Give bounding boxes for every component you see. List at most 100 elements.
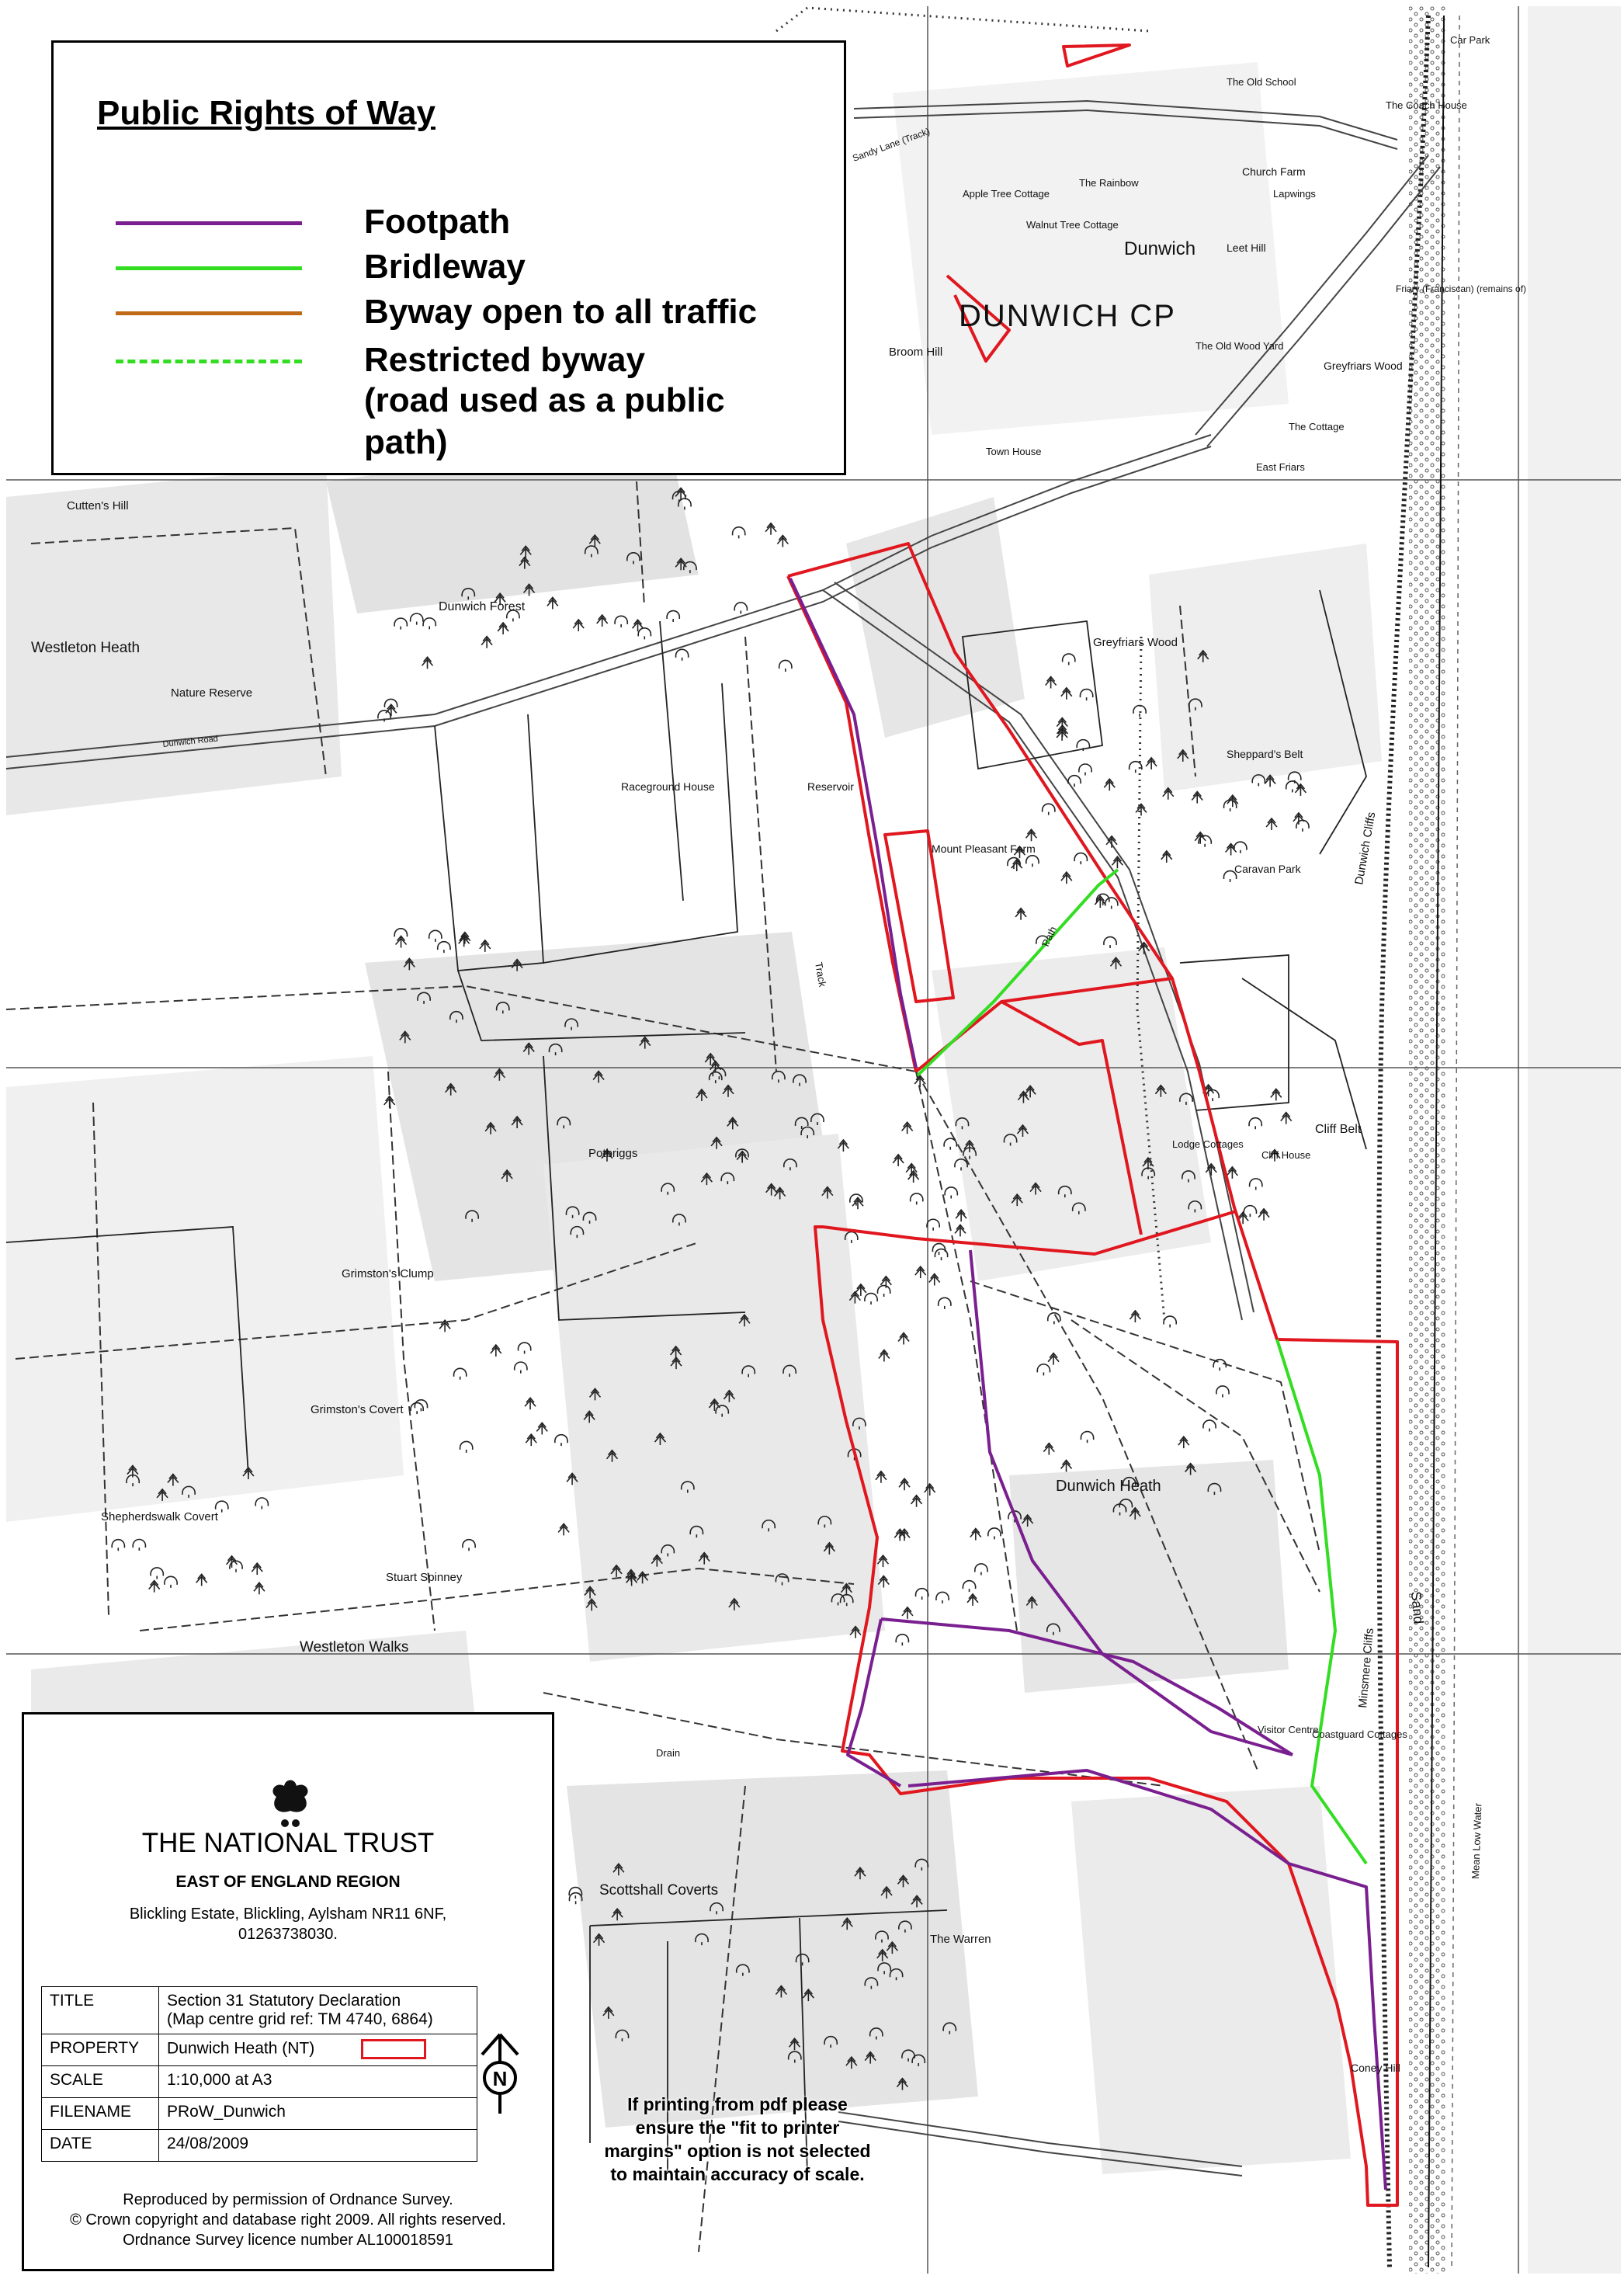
deciduous-symbol (1067, 774, 1081, 787)
conifer-symbol (501, 1169, 513, 1182)
conifer-symbol (585, 1598, 598, 1611)
deciduous-symbol (734, 602, 748, 614)
deciduous-symbol (787, 2051, 802, 2063)
conifer-symbol (765, 1183, 778, 1196)
conifer-symbol (536, 1422, 548, 1435)
deciduous-symbol (462, 1538, 476, 1551)
deciduous-symbol (683, 561, 697, 574)
conifer-symbol (1129, 1309, 1141, 1323)
label-friary: Friary (Franciscan) (remains of) (1396, 283, 1526, 294)
deciduous-symbol (453, 1367, 467, 1380)
property-value-cell: Dunwich Heath (NT) (158, 2034, 477, 2066)
deciduous-symbol (661, 1544, 675, 1557)
conifer-symbol (1025, 1596, 1038, 1609)
low-water-line (1451, 15, 1460, 2268)
cliff-line (1376, 15, 1431, 2268)
conifer-symbol (876, 1554, 890, 1568)
conifer-symbol (1060, 870, 1073, 884)
conifer-symbol (897, 1874, 910, 1888)
metadata-table: TITLE Section 31 Statutory Declaration (… (41, 1986, 477, 2162)
deciduous-symbol (1202, 1419, 1216, 1432)
deciduous-symbol (1074, 852, 1088, 865)
legend-item-bridleway: Bridleway (116, 246, 814, 293)
filename-value: PRoW_Dunwich (158, 2097, 477, 2130)
bridleway (916, 868, 1368, 1865)
label-sheppards-belt: Sheppard's Belt (1227, 748, 1303, 760)
conifer-symbol (849, 1625, 862, 1638)
deciduous-symbol (495, 1002, 510, 1014)
conifer-symbol (970, 1527, 982, 1541)
conifer-symbol (592, 1070, 605, 1083)
conifer-symbol (511, 958, 523, 971)
title-block: THE NATIONAL TRUST EAST OF ENGLAND REGIO… (22, 1712, 554, 2271)
deciduous-symbol (1103, 936, 1117, 949)
conifer-symbol (954, 1224, 966, 1237)
property-boundaries (786, 43, 1399, 2207)
conifer-symbol (700, 1172, 713, 1186)
deciduous-symbol (901, 2049, 915, 2062)
conifer-symbol (914, 1265, 927, 1279)
conifer-symbol (722, 1084, 734, 1097)
legend-panel: Public Rights of Way Footpath Bridleway … (51, 40, 846, 475)
deciduous-symbol (514, 1361, 528, 1374)
conifer-symbol (1060, 1459, 1073, 1472)
conifer-symbol (511, 1115, 523, 1128)
copyright-notice: Reproduced by permission of Ordnance Sur… (24, 2190, 552, 2250)
title-value-1: Section 31 Statutory Declaration (167, 1992, 401, 2010)
conifer-symbol (1011, 1193, 1023, 1207)
deciduous-symbol (422, 617, 436, 630)
conifer-symbol (876, 1948, 889, 1961)
deciduous-symbol (437, 940, 451, 954)
deciduous-symbol (914, 1858, 929, 1871)
conifer-symbol (445, 1082, 457, 1096)
conifer-symbol (490, 1343, 502, 1357)
conifer-symbol (880, 1885, 893, 1899)
deciduous-symbol (661, 1183, 675, 1195)
conifer-symbol (1060, 686, 1073, 700)
conifer-symbol (821, 1186, 834, 1199)
deciduous-symbol (568, 1886, 583, 1899)
deciduous-symbol (681, 1481, 695, 1493)
north-arrow-icon: N (481, 2033, 519, 2114)
conifer-symbol (421, 656, 434, 669)
table-row: PROPERTY Dunwich Heath (NT) (41, 2034, 477, 2066)
deciduous-symbol (229, 1560, 243, 1572)
label-visitor-centre: Visitor Centre (1258, 1724, 1319, 1735)
deciduous-symbol (461, 587, 476, 600)
conifer-symbol (776, 534, 789, 547)
deciduous-symbol (417, 992, 431, 1004)
deciduous-symbol (831, 1593, 845, 1606)
conifer-symbol (886, 1940, 898, 1954)
conifer-symbol (588, 533, 601, 547)
grid-lines (6, 6, 1621, 2274)
label-old-wood-yard: The Old Wood Yard (1195, 340, 1283, 352)
conifer-symbol (1227, 794, 1239, 808)
conifer-symbol (156, 1488, 168, 1501)
conifer-symbol (864, 2051, 876, 2064)
deciduous-symbol (839, 1593, 854, 1607)
deciduous-symbol (568, 1892, 583, 1905)
conifer-symbol (566, 1472, 578, 1485)
deciduous-symbol (775, 1573, 789, 1586)
label-scottshall-coverts: Scottshall Coverts (599, 1882, 718, 1899)
deciduous-symbol (889, 1968, 904, 1981)
deciduous-symbol (772, 1070, 786, 1083)
deciduous-symbol (564, 1018, 578, 1030)
deciduous-symbol (731, 526, 746, 539)
deciduous-symbol (1122, 1476, 1136, 1489)
deciduous-symbol (935, 1591, 949, 1603)
deciduous-symbol (409, 613, 424, 625)
label-dunwich-heath: Dunwich Heath (1056, 1478, 1161, 1495)
deciduous-symbol (666, 610, 680, 623)
conifer-symbol (955, 1208, 967, 1222)
deciduous-symbol (554, 1433, 568, 1447)
deciduous-symbol (548, 1043, 563, 1056)
deciduous-symbol (111, 1538, 126, 1551)
conifer-symbol (1013, 845, 1026, 859)
conifer-symbol (898, 1528, 911, 1541)
deciduous-symbol (864, 1292, 878, 1305)
deciduous-symbol (1076, 738, 1091, 752)
conifer-symbol (1024, 1085, 1036, 1098)
label-westleton-walks: Westleton Walks (300, 1639, 408, 1655)
hatched-boundary-2 (776, 6, 1150, 33)
